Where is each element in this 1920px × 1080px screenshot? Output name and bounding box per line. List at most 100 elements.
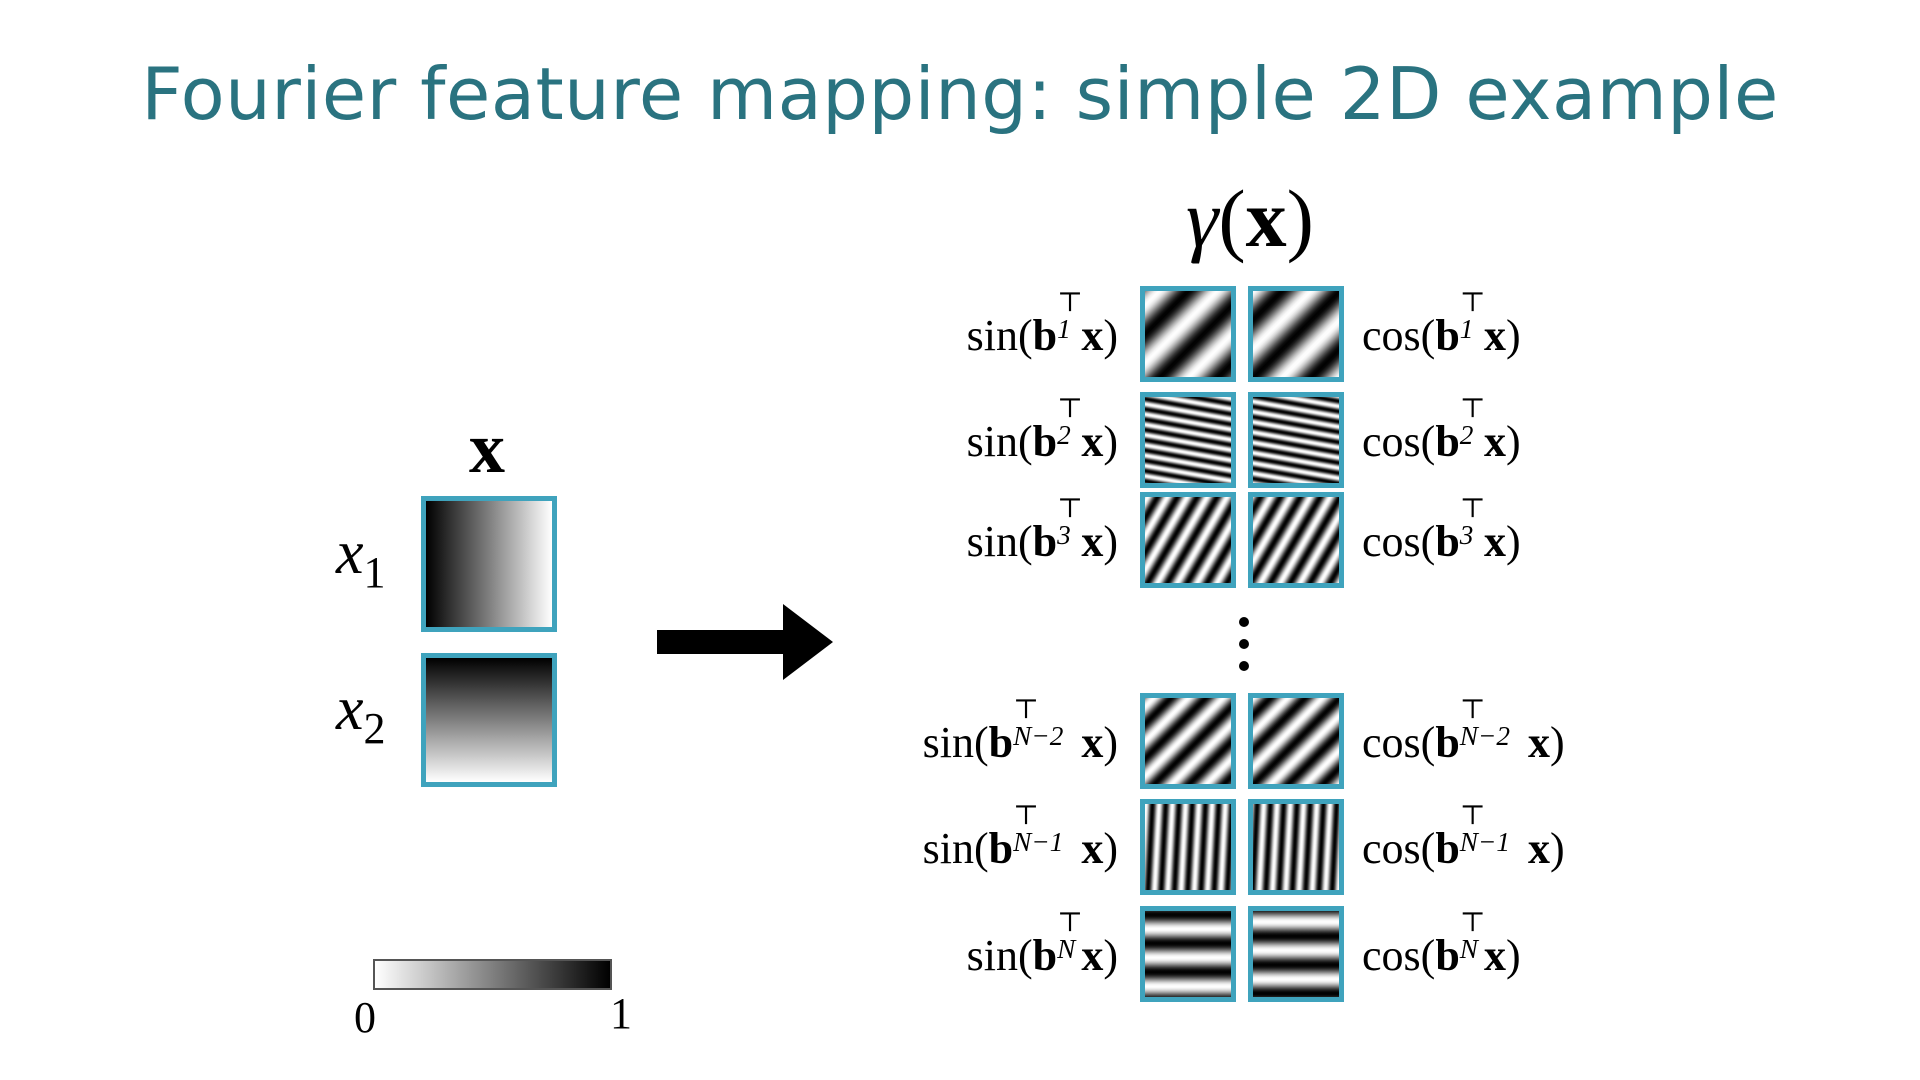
gamma-arg: x — [1245, 173, 1287, 264]
sin-fn-text: sin( — [966, 517, 1033, 566]
vector-x: x — [1081, 417, 1104, 466]
transpose-symbol: ⊤ — [1013, 800, 1039, 831]
sin-fn-text: sin( — [966, 311, 1033, 360]
transpose-symbol: ⊤ — [1057, 907, 1083, 938]
sin-pattern-2 — [1145, 397, 1231, 483]
vector-b: b — [1435, 311, 1460, 360]
x1-var: x — [336, 519, 364, 587]
b-index: N−1 — [1459, 827, 1511, 858]
transpose-symbol: ⊤ — [1057, 287, 1083, 318]
cos-fn-text: cos( — [1362, 517, 1436, 566]
transpose-symbol: ⊤ — [1459, 493, 1486, 524]
cos-pattern-5 — [1253, 804, 1339, 890]
vector-x: x — [1483, 311, 1506, 360]
colorbar-max-label: 1 — [610, 989, 632, 1038]
sin-fn-text: sin( — [966, 417, 1033, 466]
b-index: 1 — [1459, 314, 1474, 345]
b-index: N−2 — [1459, 721, 1511, 752]
transpose-symbol: ⊤ — [1459, 287, 1486, 318]
vector-b: b — [1032, 931, 1058, 980]
vector-x: x — [1081, 311, 1104, 360]
transpose-symbol: ⊤ — [1459, 907, 1486, 938]
b-scripts: ⊤N−1 — [1459, 801, 1528, 863]
close-paren: ) — [1505, 311, 1521, 360]
close-paren: ) — [1549, 718, 1565, 767]
sin-pattern-4 — [1145, 698, 1231, 784]
sin-feature-image-5 — [1140, 799, 1236, 895]
close-paren: ) — [1103, 311, 1118, 360]
transpose-symbol: ⊤ — [1057, 493, 1083, 524]
vector-b: b — [1435, 718, 1460, 767]
b-scripts: ⊤N−1 — [1013, 801, 1081, 863]
mapping-arrow-icon — [657, 604, 833, 680]
cos-fn-text: cos( — [1362, 417, 1436, 466]
b-index: 3 — [1459, 520, 1474, 551]
close-paren: ) — [1103, 824, 1118, 873]
transpose-symbol: ⊤ — [1459, 694, 1486, 725]
b-scripts: ⊤2 — [1460, 394, 1486, 456]
b-index: N−1 — [1013, 827, 1064, 858]
sin-feature-image-3 — [1140, 492, 1236, 588]
vector-b: b — [1435, 824, 1460, 873]
cos-feature-image-3 — [1248, 492, 1344, 588]
close-paren: ) — [1103, 517, 1118, 566]
gamma-symbol: γ — [1186, 173, 1219, 264]
sin-feature-image-6 — [1140, 906, 1236, 1002]
x1-label: x1 — [336, 522, 386, 595]
cos-pattern-6 — [1253, 911, 1339, 997]
vector-b: b — [1435, 931, 1460, 980]
cos-feature-image-2 — [1248, 392, 1344, 488]
cos-fn-text: cos( — [1362, 311, 1436, 360]
x2-gradient-image — [421, 653, 557, 787]
b-index: 3 — [1057, 520, 1071, 551]
output-title: γ(x) — [1186, 173, 1314, 264]
cos-feature-image-4 — [1248, 693, 1344, 789]
sin-feature-image-2 — [1140, 392, 1236, 488]
b-index: 2 — [1057, 420, 1071, 451]
sin-fn-text: sin( — [966, 931, 1033, 980]
sin-feature-image-1 — [1140, 286, 1236, 382]
ellipsis-icon — [1239, 617, 1249, 671]
vector-b: b — [1032, 417, 1058, 466]
vector-b: b — [1435, 517, 1460, 566]
b-scripts: ⊤2 — [1057, 394, 1083, 456]
colorbar — [373, 959, 612, 990]
cos-feature-image-5 — [1248, 799, 1344, 895]
b-scripts: ⊤N — [1057, 908, 1083, 970]
transpose-symbol: ⊤ — [1459, 800, 1486, 831]
cos-fn-text: cos( — [1362, 718, 1436, 767]
close-paren: ) — [1549, 824, 1565, 873]
cos-fn-text: cos( — [1362, 931, 1436, 980]
vector-b: b — [1435, 417, 1460, 466]
close-paren: ) — [1103, 931, 1118, 980]
b-scripts: ⊤3 — [1459, 494, 1486, 556]
vector-x: x — [1081, 517, 1104, 566]
x2-index: 2 — [363, 704, 386, 753]
sin-feature-image-4 — [1140, 693, 1236, 789]
page-title: Fourier feature mapping: simple 2D examp… — [141, 52, 1779, 136]
cos-pattern-2 — [1253, 397, 1339, 483]
vector-x: x — [1483, 517, 1506, 566]
vector-x: x — [1081, 718, 1104, 767]
cos-pattern-3 — [1253, 497, 1339, 583]
x2-label: x2 — [336, 678, 386, 751]
vector-b: b — [988, 824, 1014, 873]
vector-b: b — [988, 718, 1014, 767]
x2-var: x — [336, 675, 364, 743]
b-scripts: ⊤1 — [1459, 288, 1486, 350]
close-paren: ) — [1103, 417, 1118, 466]
transpose-symbol: ⊤ — [1057, 393, 1083, 424]
vector-b: b — [1032, 311, 1058, 360]
b-scripts: ⊤N — [1460, 908, 1486, 970]
b-scripts: ⊤1 — [1057, 288, 1083, 350]
input-vector-label: x — [469, 408, 505, 488]
close-paren: ) — [1103, 718, 1118, 767]
